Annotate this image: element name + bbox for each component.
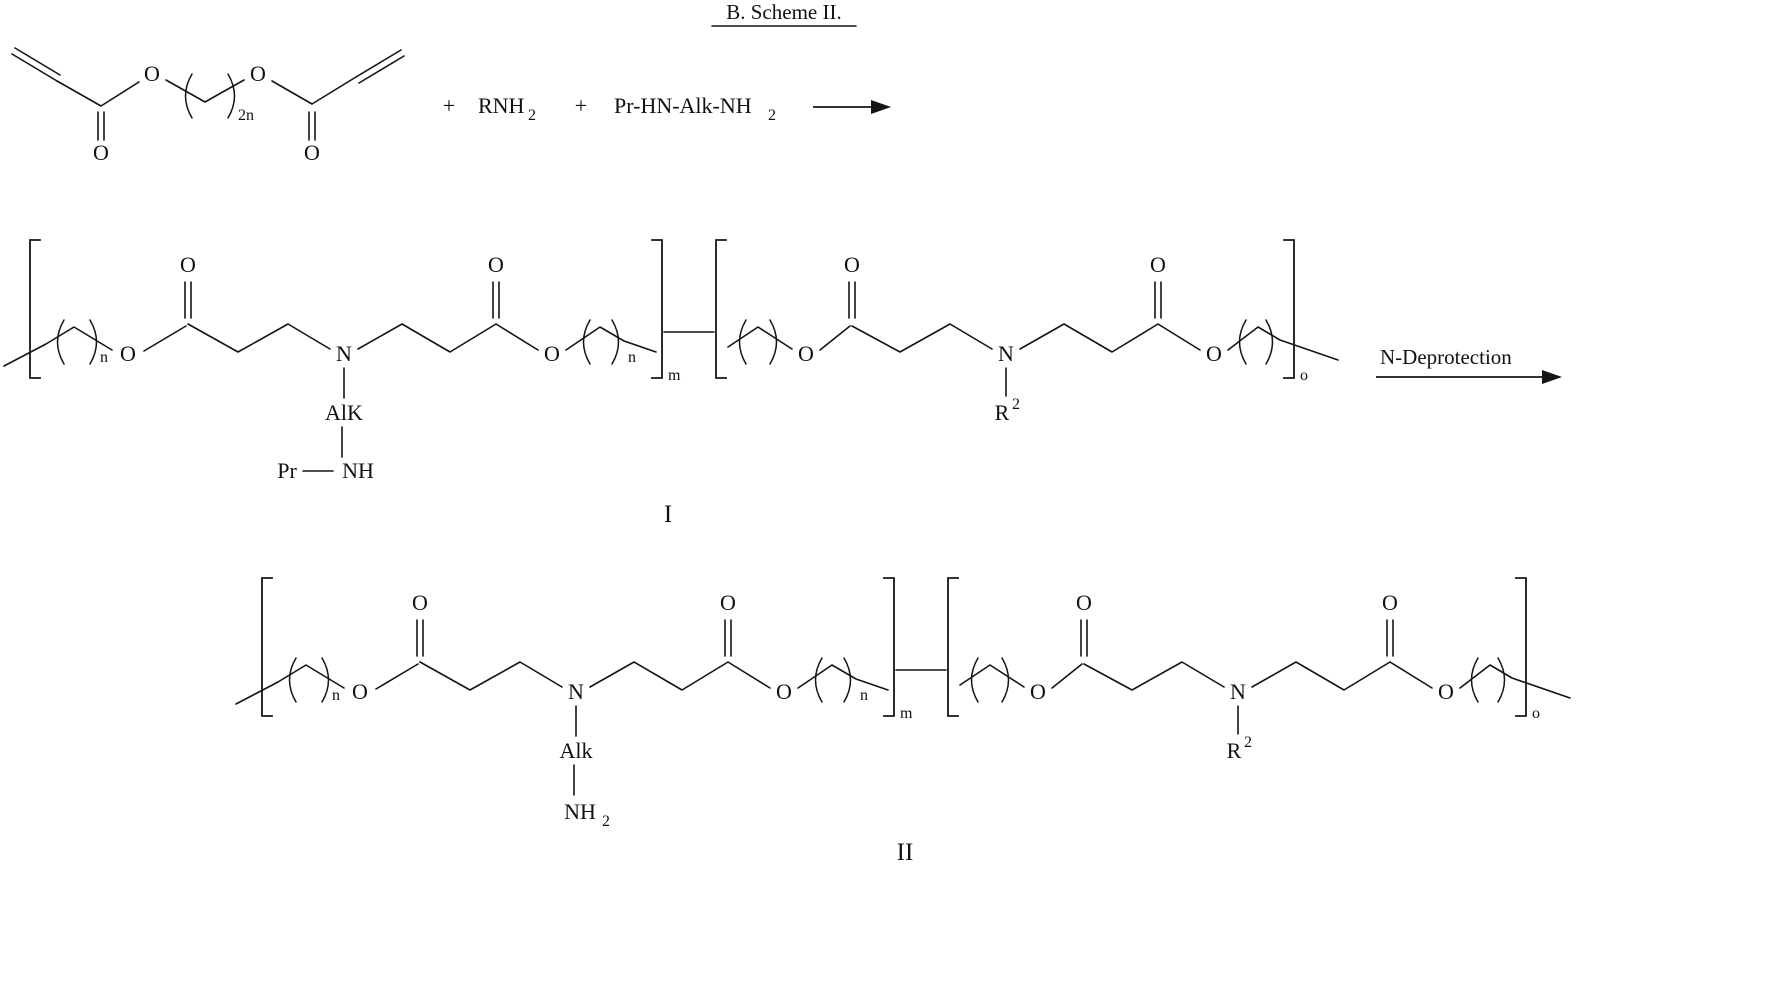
bracket-subscript-o: o — [1532, 705, 1540, 722]
alk-protected-group-label: AlK — [325, 400, 363, 425]
amine1-subscript: 2 — [528, 107, 536, 124]
structure-label-I: I — [664, 501, 672, 528]
bracket-subscript-m: m — [900, 705, 913, 722]
ester-oxygen-label: O — [544, 341, 560, 366]
r2-group-label: R — [995, 400, 1010, 425]
ester-oxygen-label: O — [798, 341, 814, 366]
polymer-I-skeleton-bonds — [3, 323, 1339, 367]
ester-oxygen-label: O — [776, 679, 792, 704]
repeat-subscript-n: n — [860, 687, 868, 704]
deprotection-arrowhead — [1542, 370, 1562, 384]
nh-group-label: NH — [342, 458, 374, 483]
reaction-reagents: + RNH 2 + Pr-HN-Alk-NH 2 — [443, 93, 891, 124]
plus-sign: + — [443, 93, 455, 118]
bracket-subscript-m: m — [668, 367, 681, 384]
amine2-subscript: 2 — [768, 107, 776, 124]
plus-sign: + — [575, 93, 587, 118]
r2-group-label: R — [1227, 738, 1242, 763]
repeat-subscript-n: n — [332, 687, 340, 704]
ester-oxygen-label: O — [1206, 341, 1222, 366]
scheme-title-block: B. Scheme II. — [711, 0, 857, 27]
nh2-subscript: 2 — [602, 813, 610, 830]
r2-superscript: 2 — [1244, 734, 1252, 751]
carbonyl-oxygen-label: O — [180, 252, 196, 277]
diacrylate-repeat-parens — [184, 73, 236, 119]
carbonyl-oxygen-label: O — [412, 590, 428, 615]
polymer-structure-I: O O O O O O O O N N n n m o AlK Pr NH R … — [3, 239, 1339, 528]
ester-oxygen-label: O — [1438, 679, 1454, 704]
bracket-subscript-o: o — [1300, 367, 1308, 384]
carbonyl-oxygen-label: O — [844, 252, 860, 277]
diacrylate-monomer: O O O O 2n — [11, 47, 405, 165]
polymer-II-repeat-parens — [288, 657, 1506, 703]
polymer-II-skeleton-bonds — [235, 661, 1571, 705]
ester-oxygen-label: O — [1030, 679, 1046, 704]
amine2-label: Pr-HN-Alk-NH — [614, 93, 752, 118]
deprotection-step: N-Deprotection — [1376, 345, 1562, 384]
diacrylate-skeleton-bonds — [56, 76, 357, 107]
carbonyl-oxygen-label: O — [93, 140, 109, 165]
subscript-2n: 2n — [238, 107, 254, 124]
alk-group-label: Alk — [560, 738, 593, 763]
ester-oxygen-label: O — [352, 679, 368, 704]
polymer-I-carbonyl-double-bonds — [184, 281, 1162, 319]
nitrogen-label: N — [336, 341, 352, 366]
amine1-label: RNH — [478, 93, 525, 118]
scheme-title: B. Scheme II. — [726, 0, 841, 24]
polymer-structure-II: O O O O O O O O N N n n m o Alk NH 2 R 2… — [235, 577, 1571, 866]
carbonyl-oxygen-label: O — [1382, 590, 1398, 615]
carbonyl-oxygen-label: O — [304, 140, 320, 165]
ester-oxygen-label: O — [120, 341, 136, 366]
polymer-I-substituent-bonds — [302, 367, 1007, 472]
nh2-group-label: NH — [564, 799, 596, 824]
carbonyl-oxygen-label: O — [488, 252, 504, 277]
deprotection-label: N-Deprotection — [1380, 345, 1512, 369]
polymer-II-carbonyl-double-bonds — [416, 619, 1394, 657]
repeat-subscript-n: n — [628, 349, 636, 366]
polymer-II-substituent-bonds — [573, 705, 1239, 796]
carbonyl-oxygen-label: O — [1150, 252, 1166, 277]
reaction-arrowhead — [871, 100, 891, 114]
polymer-I-brackets — [29, 239, 1295, 379]
ester-oxygen-label: O — [250, 61, 266, 86]
carbonyl-oxygen-label: O — [1076, 590, 1092, 615]
carbonyl-oxygen-label: O — [720, 590, 736, 615]
nitrogen-label: N — [568, 679, 584, 704]
ester-oxygen-label: O — [144, 61, 160, 86]
nitrogen-label: N — [1230, 679, 1246, 704]
pr-group-label: Pr — [277, 458, 297, 483]
repeat-subscript-n: n — [100, 349, 108, 366]
structure-label-II: II — [897, 839, 914, 866]
r2-superscript: 2 — [1012, 396, 1020, 413]
polymer-II-brackets — [261, 577, 1527, 717]
diacrylate-double-bonds — [11, 47, 405, 141]
nitrogen-label: N — [998, 341, 1014, 366]
polymer-I-repeat-parens — [56, 319, 1274, 365]
